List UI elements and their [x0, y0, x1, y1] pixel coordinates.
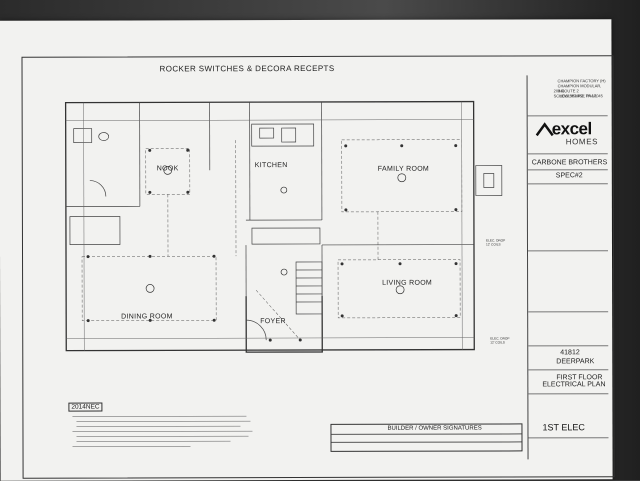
light-fixture	[146, 284, 154, 292]
fireplace-box	[484, 174, 494, 188]
door-swing	[90, 181, 106, 197]
elec-drop-coils-2: 12' COILS	[490, 340, 505, 344]
spec-number: SPEC#2	[556, 172, 583, 179]
light-fixture	[398, 174, 406, 182]
model-number: 41812	[560, 349, 579, 356]
dining-light-run	[82, 256, 216, 320]
company-line-4: LEWISBURG, PA 17045	[560, 93, 603, 98]
sheet-title-2: ELECTRICAL PLAN	[542, 381, 605, 388]
sheet-id: 1ST ELEC	[542, 422, 584, 432]
room-kitchen: KITCHEN	[255, 162, 288, 169]
model-name: DEERPARK	[556, 358, 594, 365]
room-foyer: FOYER	[260, 318, 286, 325]
vanity	[74, 129, 92, 143]
kitchen-counter	[252, 124, 314, 146]
elec-drop-coils: 12' COILS	[486, 242, 501, 246]
room-living: LIVING ROOM	[382, 280, 432, 287]
light-fixture	[281, 269, 287, 275]
toilet	[99, 133, 109, 141]
room-dining: DINING ROOM	[121, 313, 173, 320]
title-block: CHAMPION FACTORY (H) CHAMPION MODULAR, I…	[527, 75, 609, 459]
nec-code-label: 2014NEC	[68, 403, 102, 412]
tub	[70, 216, 120, 244]
builder-name: CARBONE BROTHERS	[532, 159, 607, 166]
light-fixture	[396, 286, 404, 294]
signature-box: BUILDER / OWNER SIGNATURES	[330, 423, 522, 452]
code-notes-block	[70, 413, 260, 455]
switch-leg	[256, 290, 300, 340]
kitchen-island	[252, 228, 320, 244]
illegible-notes	[70, 413, 260, 453]
family-light-run	[342, 140, 462, 212]
room-family: FAMILY ROOM	[378, 166, 429, 173]
living-light-run	[338, 260, 460, 318]
brand-sub: HOMES	[566, 137, 598, 146]
range	[282, 128, 296, 142]
fireplace	[476, 165, 502, 195]
signature-title: BUILDER / OWNER SIGNATURES	[387, 426, 481, 432]
room-nook: NOOK	[157, 165, 179, 172]
light-fixture	[281, 187, 287, 193]
sink	[260, 128, 274, 138]
excel-homes-logo: excel HOMES	[536, 119, 600, 145]
blueprint-sheet: ROCKER SWITCHES & DECORA RECEPTS	[0, 19, 613, 481]
